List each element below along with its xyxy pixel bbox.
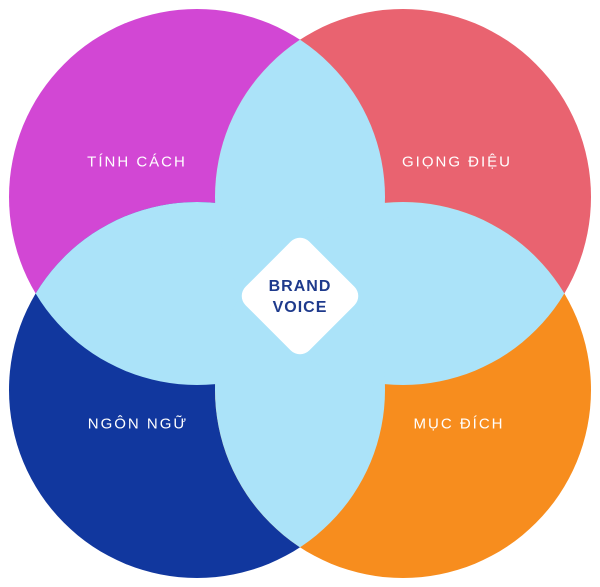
label-muc-dich: MỤC ĐÍCH <box>413 415 505 433</box>
label-tinh-cach: TÍNH CÁCH <box>87 153 187 171</box>
center-title-line1: BRAND <box>268 278 332 295</box>
label-ngon-ngu: NGÔN NGỮ <box>87 415 189 433</box>
center-diamond <box>241 237 359 355</box>
label-giong-dieu: GIỌNG ĐIỆU <box>401 153 513 171</box>
center-title-line2: VOICE <box>272 299 328 316</box>
center-title: BRAND VOICE <box>269 276 332 318</box>
